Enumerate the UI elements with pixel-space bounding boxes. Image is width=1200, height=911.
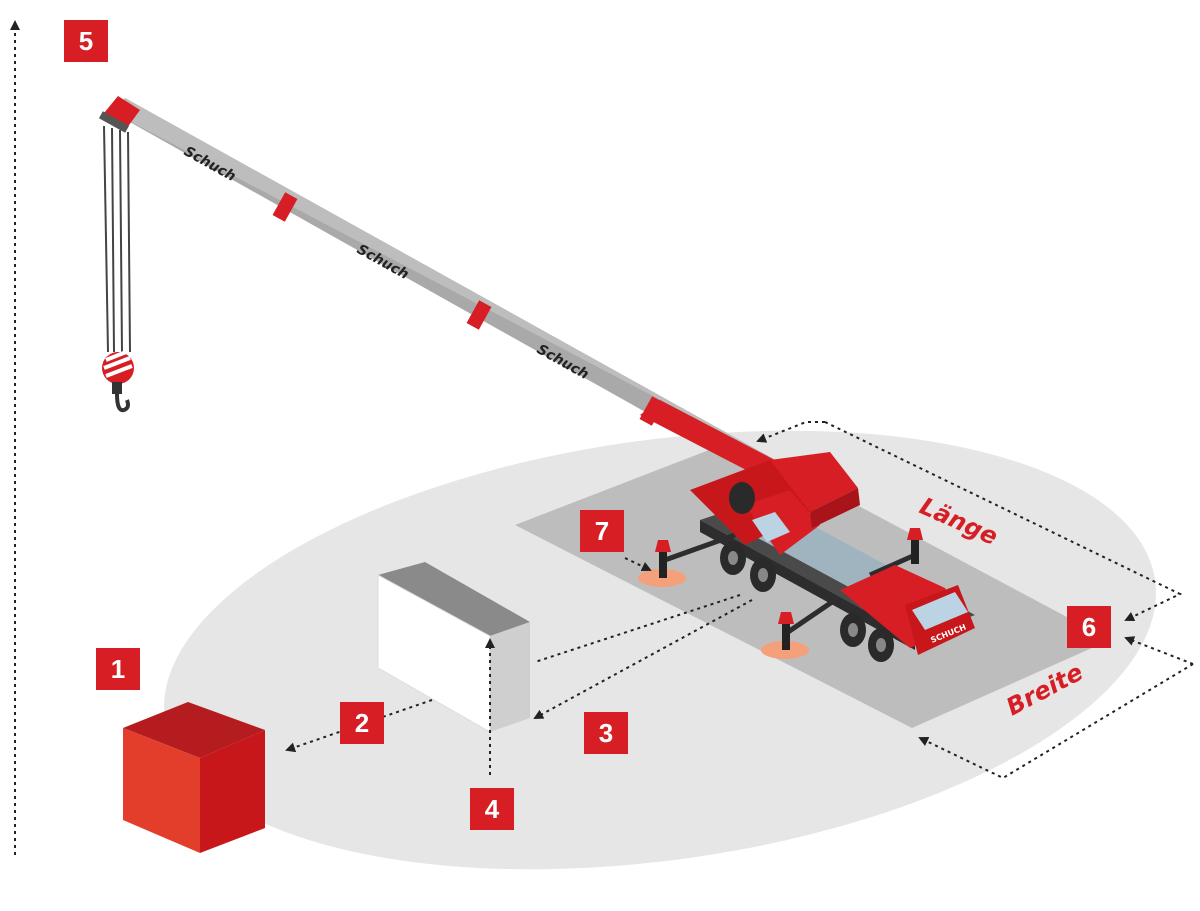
badge-2: 2 <box>340 702 384 744</box>
obstacle-box <box>377 562 530 733</box>
badge-4: 4 <box>470 788 514 830</box>
svg-text:2: 2 <box>355 708 369 738</box>
svg-text:7: 7 <box>595 516 609 546</box>
dimension-lines <box>10 20 1194 855</box>
badge-1: 1 <box>96 648 140 690</box>
svg-text:3: 3 <box>599 718 613 748</box>
badge-3: 3 <box>584 712 628 754</box>
svg-text:5: 5 <box>79 26 93 56</box>
badge-5: 5 <box>64 20 108 62</box>
svg-text:1: 1 <box>111 654 125 684</box>
svg-text:4: 4 <box>485 794 500 824</box>
crane-truck: SCHUCH <box>655 452 975 662</box>
badge-6: 6 <box>1067 606 1111 648</box>
load-cube <box>123 702 265 853</box>
crane-hook <box>102 125 134 413</box>
badge-7: 7 <box>580 510 624 552</box>
svg-text:6: 6 <box>1082 612 1096 642</box>
crane-boom <box>98 96 790 485</box>
